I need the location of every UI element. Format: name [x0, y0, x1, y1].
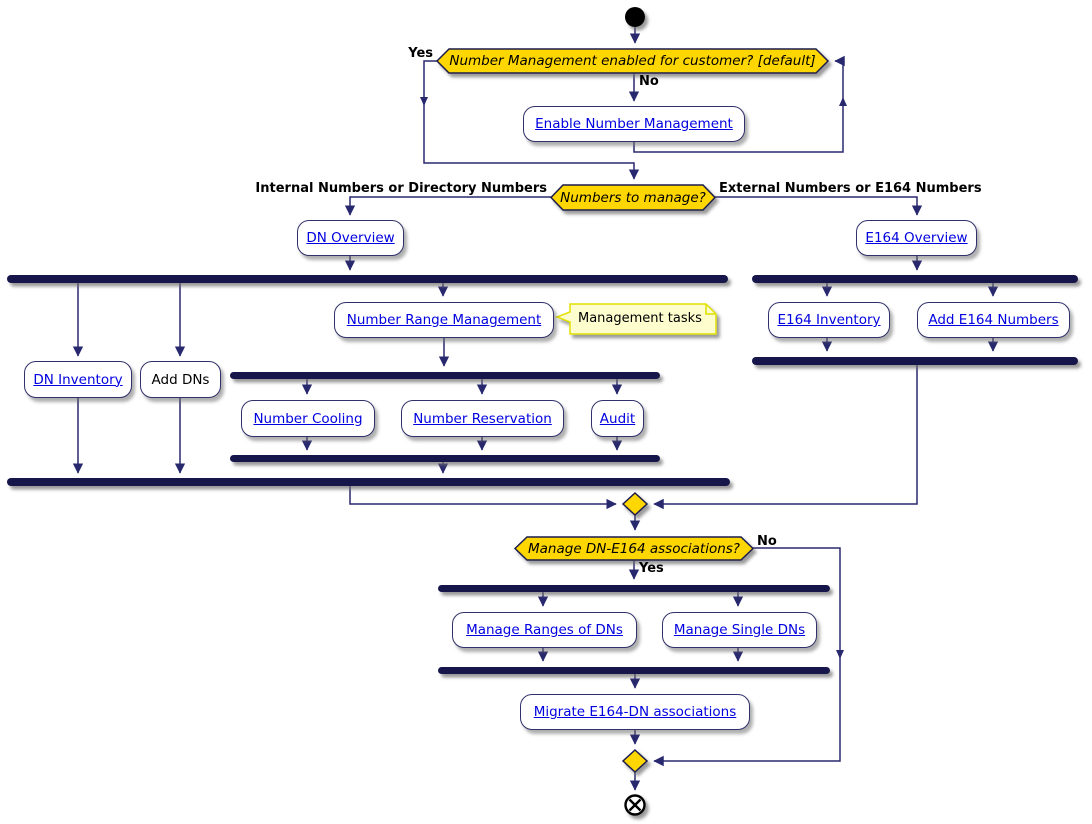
activity-number-cooling[interactable]: Number Cooling	[241, 400, 375, 437]
note-fold-icon	[705, 304, 716, 315]
guard-yes-manage-associations: Yes	[639, 561, 664, 576]
decision-manage-associations-question: Manage DN-E164 associations?	[528, 540, 740, 557]
fork-bar-inner	[230, 372, 660, 379]
activity-manage-ranges-of-dns-label[interactable]: Manage Ranges of DNs	[466, 622, 623, 638]
guard-no-enable-check: No	[639, 74, 659, 89]
activity-number-cooling-label[interactable]: Number Cooling	[253, 410, 363, 427]
mid-arrow-loop	[839, 97, 847, 106]
activity-number-range-management[interactable]: Number Range Management	[334, 302, 554, 338]
decision-numbers-to-manage	[549, 184, 717, 211]
join-bar-left	[7, 478, 730, 486]
start-node	[625, 7, 645, 27]
merge-diamond-1	[621, 491, 649, 517]
activity-e164-overview-label[interactable]: E164 Overview	[865, 230, 968, 246]
activity-number-reservation[interactable]: Number Reservation	[401, 400, 564, 437]
activity-add-e164-numbers[interactable]: Add E164 Numbers	[917, 302, 1070, 338]
join-bar-inner	[230, 455, 660, 462]
fork-bar-associations	[438, 585, 830, 592]
guard-yes-enable-check: Yes	[408, 46, 433, 61]
activity-add-e164-numbers-label[interactable]: Add E164 Numbers	[928, 312, 1059, 328]
activity-enable-number-management[interactable]: Enable Number Management	[523, 106, 745, 142]
activity-dn-overview-label[interactable]: DN Overview	[306, 230, 395, 246]
mid-arrow-yes	[420, 97, 428, 106]
fork-bar-left	[7, 275, 728, 283]
decision-manage-associations	[513, 536, 755, 561]
decision-enable-check	[435, 48, 830, 74]
activity-manage-ranges-of-dns[interactable]: Manage Ranges of DNs	[452, 612, 637, 648]
activity-enable-number-management-label[interactable]: Enable Number Management	[535, 116, 733, 132]
activity-e164-inventory-label[interactable]: E164 Inventory	[777, 312, 881, 328]
activity-number-reservation-label[interactable]: Number Reservation	[413, 410, 552, 427]
note-management-tasks	[554, 303, 717, 335]
connectors	[72, 27, 999, 791]
activity-add-dns-label: Add DNs	[151, 371, 210, 388]
activity-e164-inventory[interactable]: E164 Inventory	[768, 302, 890, 338]
activity-dn-inventory-label[interactable]: DN Inventory	[33, 371, 123, 388]
fork-bar-right	[752, 275, 1078, 283]
merge-diamond-2	[621, 748, 649, 774]
mid-arrow-no	[836, 650, 844, 659]
end-node	[624, 794, 646, 816]
activity-audit[interactable]: Audit	[591, 400, 644, 437]
note-management-tasks-text: Management tasks	[578, 311, 702, 326]
activity-e164-overview[interactable]: E164 Overview	[856, 220, 977, 256]
activity-dn-inventory[interactable]: DN Inventory	[24, 361, 132, 398]
guard-no-manage-associations: No	[757, 534, 777, 549]
activity-manage-single-dns-label[interactable]: Manage Single DNs	[673, 622, 806, 638]
activity-migrate-e164-dn-associations-label[interactable]: Migrate E164-DN associations	[533, 704, 737, 720]
activity-number-range-management-label[interactable]: Number Range Management	[346, 312, 542, 328]
activity-add-dns: Add DNs	[140, 361, 221, 398]
guard-internal-numbers: Internal Numbers or Directory Numbers	[255, 181, 547, 196]
activity-migrate-e164-dn-associations[interactable]: Migrate E164-DN associations	[520, 694, 750, 730]
join-bar-associations	[438, 667, 830, 674]
activity-dn-overview[interactable]: DN Overview	[297, 220, 404, 256]
activity-manage-single-dns[interactable]: Manage Single DNs	[662, 612, 817, 648]
decision-numbers-to-manage-question: Numbers to manage?	[560, 189, 706, 206]
join-bar-right	[752, 357, 1078, 365]
guard-external-numbers: External Numbers or E164 Numbers	[719, 181, 982, 196]
activity-audit-label[interactable]: Audit	[599, 410, 636, 427]
decision-enable-check-question: Number Management enabled for customer? …	[449, 53, 816, 69]
